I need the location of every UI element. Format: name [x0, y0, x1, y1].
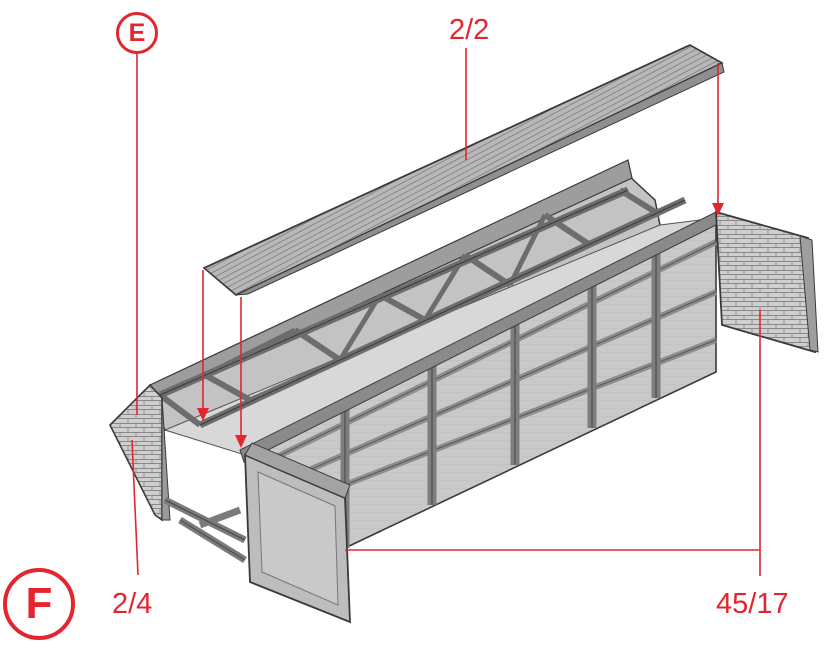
trestle-building — [109, 159, 819, 624]
callout-arrowheads — [197, 203, 724, 448]
callout-lines — [131, 48, 761, 576]
roof-panel — [202, 44, 725, 296]
step-f-marker: F — [3, 568, 75, 640]
label-left-wall-part: 2/4 — [112, 588, 153, 620]
left-gable-wall — [109, 383, 163, 522]
label-right-wall-part: 45/17 — [716, 588, 789, 620]
label-roof-part: 2/2 — [449, 14, 490, 46]
step-e-marker: E — [116, 12, 158, 54]
right-brick-wall — [715, 210, 816, 354]
lower-bracing — [163, 496, 247, 563]
